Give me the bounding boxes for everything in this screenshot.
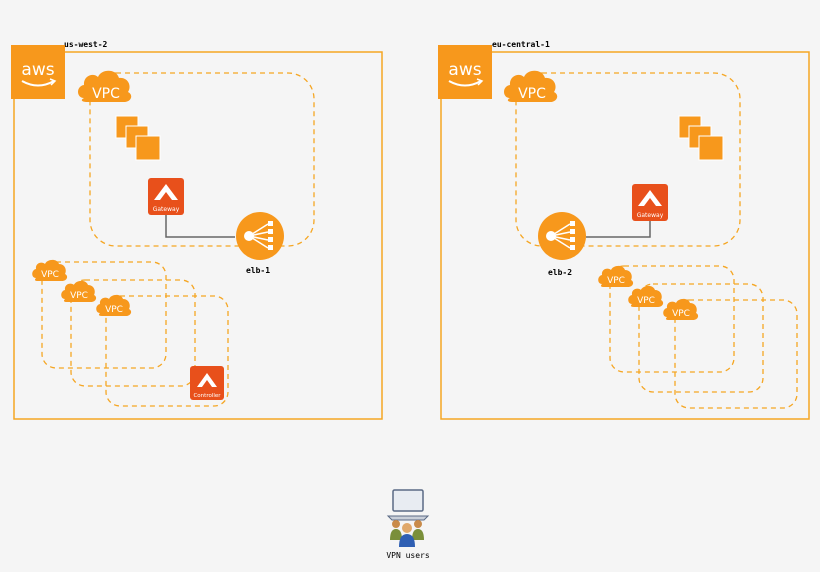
elb-icon[interactable]: [236, 212, 284, 260]
region-box: [440, 51, 810, 420]
person-icon: [414, 520, 422, 528]
vpc-boundary: [70, 279, 196, 387]
vpc-boundary: [515, 72, 741, 247]
controller-label: Controller: [193, 393, 221, 399]
region-label: us-west-2: [64, 40, 108, 49]
vpc-cloud-icon: VPC: [598, 265, 634, 287]
vpc-label: VPC: [41, 270, 59, 280]
vpc-cloud-icon: VPC: [78, 70, 132, 102]
vpc-cloud-icon: VPC: [96, 294, 132, 316]
region-box: [13, 51, 383, 420]
vpc-label: VPC: [637, 296, 655, 306]
aws-logo-text: aws: [21, 60, 54, 80]
region-us-west-2: us-west-2 aws VPC Gateway: [11, 40, 383, 420]
vpc-label: VPC: [518, 86, 546, 102]
vpc-boundary: [609, 265, 735, 373]
vpc-boundary: [638, 283, 764, 393]
aws-logo: aws: [11, 45, 65, 99]
aws-logo-text: aws: [448, 60, 481, 80]
vpc-cloud-icon: VPC: [61, 280, 97, 302]
elb-icon[interactable]: [538, 212, 586, 260]
vpc-boundary: [41, 261, 167, 369]
aws-logo: aws: [438, 45, 492, 99]
gateway-icon[interactable]: Gateway: [148, 178, 184, 215]
vpc-label: VPC: [105, 305, 123, 315]
vpc-label: VPC: [672, 309, 690, 319]
region-eu-central-1: eu-central-1 aws VPC Gateway: [438, 40, 810, 420]
vpc-cloud-icon: VPC: [628, 285, 664, 307]
gateway-label: Gateway: [637, 212, 664, 219]
vpc-label: VPC: [607, 276, 625, 286]
elb-label: elb-2: [548, 268, 572, 277]
region-label: eu-central-1: [492, 40, 550, 49]
vpc-label: VPC: [92, 86, 120, 102]
person-icon: [402, 523, 412, 533]
instances-icon: [678, 115, 724, 161]
person-icon: [392, 520, 400, 528]
vpc-boundary: [89, 72, 315, 247]
instances-icon: [115, 115, 161, 161]
controller-icon[interactable]: Controller: [190, 366, 224, 400]
vpc-boundary: [105, 295, 229, 407]
vpc-cloud-icon: VPC: [663, 298, 699, 320]
connector-line: [586, 215, 651, 238]
laptop-icon: [392, 489, 424, 512]
connector-line: [165, 212, 235, 238]
vpn-users-icon[interactable]: [386, 489, 430, 547]
vpc-cloud-icon: VPC: [504, 70, 558, 102]
vpc-cloud-icon: VPC: [32, 259, 68, 281]
vpn-users-label: VPN users: [386, 551, 430, 560]
gateway-icon[interactable]: Gateway: [632, 184, 668, 221]
vpc-label: VPC: [70, 291, 88, 301]
gateway-label: Gateway: [153, 206, 180, 213]
vpc-boundary: [674, 299, 798, 409]
elb-label: elb-1: [246, 266, 270, 275]
